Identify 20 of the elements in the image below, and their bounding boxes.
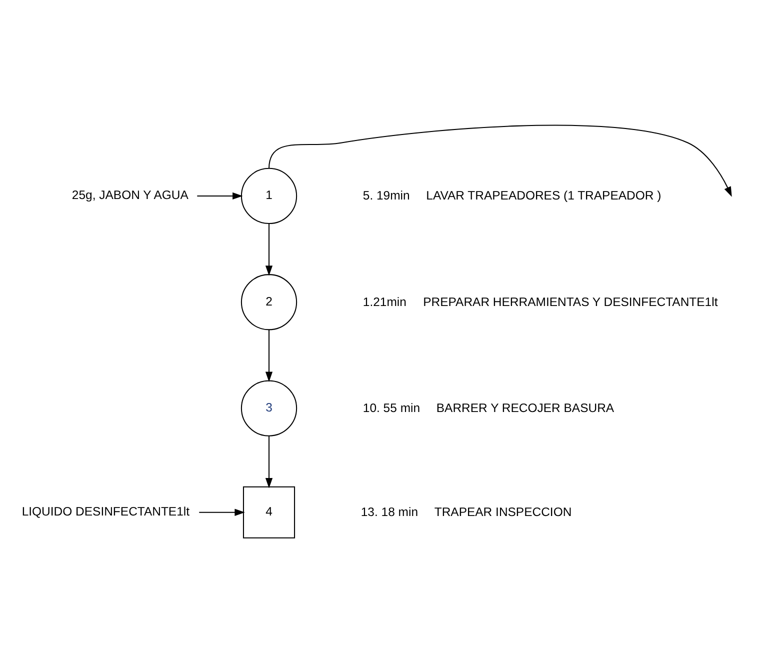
node-text: 25g, JABON Y AGUA [72,188,188,202]
node-label: 10. 55 min [362,400,420,415]
node-box: 4 [242,486,296,538]
node-label: BARRER Y RECOJER BASURA [436,400,614,415]
node-label: 13. 18 min [360,505,418,520]
node-text: LIQUIDO DESINFECTANTE1lt [22,504,190,519]
arrow [265,330,273,382]
node-label: PREPARAR HERRAMIENTAS Y DESINFECTANTE1lt [423,294,718,309]
node-label: LAVAR TRAPEADORES (1 TRAPEADOR ) [426,188,662,203]
node-label: 1.21min [362,294,406,309]
node-label: TRAPEAR INSPECCION [434,505,572,520]
node-circle: 1 [240,168,298,224]
node-circle: 2 [240,274,298,330]
arrow [265,224,273,276]
arrow [268,124,732,197]
arrow [197,192,243,200]
node-circle: 3 [240,380,298,436]
node-label: 5. 19min [362,188,410,203]
arrow [199,508,245,516]
arrow [265,436,273,488]
